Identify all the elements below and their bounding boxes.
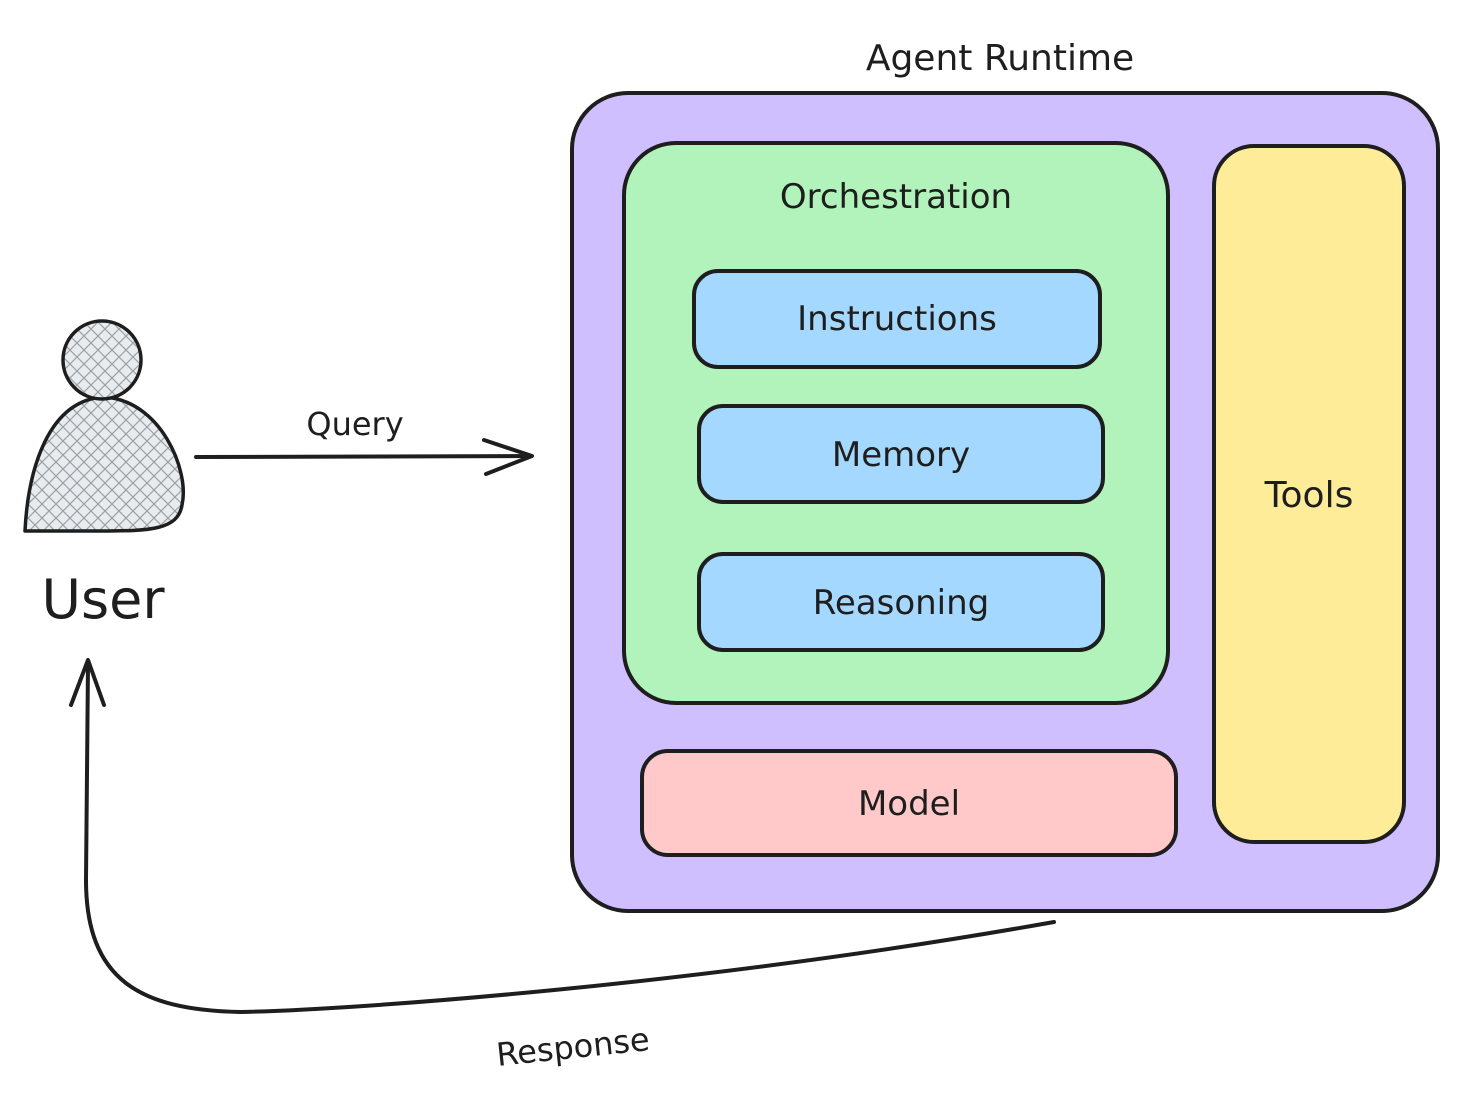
reasoning-label: Reasoning bbox=[813, 583, 990, 623]
model-label: Model bbox=[858, 784, 960, 824]
query-arrow bbox=[194, 438, 534, 476]
runtime-title: Agent Runtime bbox=[866, 38, 1134, 79]
tools-box bbox=[1212, 144, 1406, 844]
user-label: User bbox=[41, 568, 165, 631]
response-arrow bbox=[69, 658, 1056, 1015]
orchestration-title: Orchestration bbox=[780, 177, 1012, 217]
model-box bbox=[640, 749, 1178, 857]
query-label: Query bbox=[306, 405, 403, 443]
user-icon bbox=[23, 319, 185, 533]
instructions-label: Instructions bbox=[797, 299, 997, 339]
instructions-box bbox=[692, 269, 1102, 369]
memory-box bbox=[697, 404, 1105, 504]
reasoning-box bbox=[697, 552, 1105, 652]
tools-label: Tools bbox=[1264, 475, 1354, 516]
response-label: Response bbox=[494, 1020, 651, 1074]
memory-label: Memory bbox=[832, 435, 970, 475]
